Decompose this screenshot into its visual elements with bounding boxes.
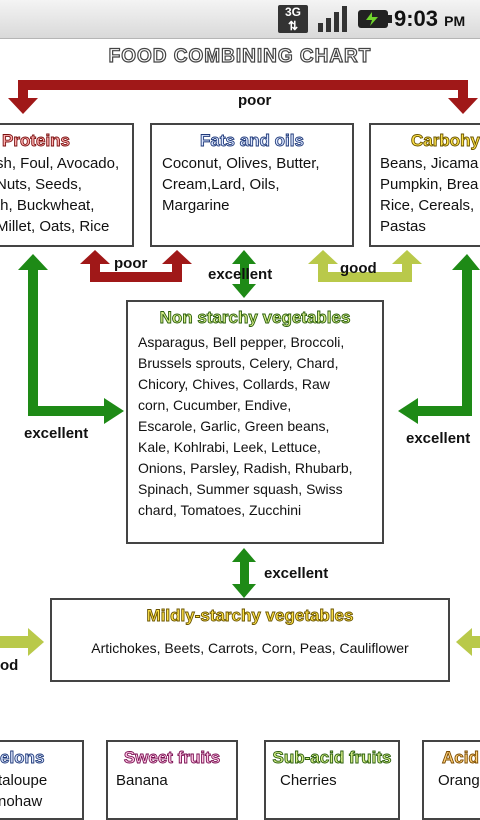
box-non-starchy-vegetables: Non starchy vegetables Asparagus, Bell p… xyxy=(126,300,384,544)
connector-arrows xyxy=(0,80,480,656)
box-sweet-body: Banana xyxy=(116,772,168,789)
box-sweet-title: Sweet fruits xyxy=(123,748,221,768)
box-mildly-body: Artichokes, Beets, Carrots, Corn, Peas, … xyxy=(91,640,409,656)
label-good-mid: good xyxy=(340,260,377,277)
battery-icon xyxy=(358,10,392,28)
clock: 9:03 PM xyxy=(394,6,465,32)
excellent-center-arrow xyxy=(232,250,256,298)
signal-icon xyxy=(318,6,347,32)
box-mildly-title: Mildly-starchy vegetables xyxy=(146,606,354,626)
box-nonstarchy-title: Non starchy vegetables xyxy=(159,308,351,328)
good-left-arrow xyxy=(0,628,44,656)
box-fats-body: Coconut, Olives, Butter, Cream,Lard, Oil… xyxy=(162,155,320,214)
box-melons-body: taloupe nohaw xyxy=(0,772,48,810)
chart-title: FOOD COMBINING CHART xyxy=(108,45,372,67)
box-mildly-starchy-vegetables: Mildly-starchy vegetables Artichokes, Be… xyxy=(50,598,450,682)
clock-ampm: PM xyxy=(444,13,466,29)
box-carbs-body: Beans, Jicama Pumpkin, Brea Rice, Cereal… xyxy=(380,155,479,235)
box-proteins-title: Proteins xyxy=(2,131,71,151)
label-poor-top: poor xyxy=(238,92,272,109)
status-bar: 3G⇅ 9:03 PM xyxy=(0,0,480,39)
label-poor-mid: poor xyxy=(114,255,148,272)
good-right-arrow xyxy=(456,628,480,656)
good-mid-arrow xyxy=(308,250,422,282)
box-carbohydrates: Carbohy Beans, Jicama Pumpkin, Brea Rice… xyxy=(369,123,480,247)
box-sub-acid-fruits: Sub-acid fruits Cherries xyxy=(264,740,400,820)
box-melons-title: elons xyxy=(0,748,45,768)
box-acid-fruits: Acid Orang xyxy=(422,740,480,820)
box-nonstarchy-body: Asparagus, Bell pepper, Broccoli, Brusse… xyxy=(138,334,353,518)
box-subacid-title: Sub-acid fruits xyxy=(272,748,392,768)
box-subacid-body: Cherries xyxy=(280,772,337,789)
label-excellent-left: excellent xyxy=(24,425,89,442)
network-type: 3G xyxy=(284,5,301,19)
excellent-left-arrow xyxy=(18,254,124,424)
box-fats-oils: Fats and oils Coconut, Olives, Butter, C… xyxy=(150,123,354,247)
box-acid-body: Orang xyxy=(438,772,480,789)
label-good-bottom-left: od xyxy=(0,657,19,674)
excellent-lower-arrow xyxy=(232,548,256,598)
label-excellent-center: excellent xyxy=(208,266,273,283)
poor-mid-arrow xyxy=(80,250,192,282)
box-proteins: Proteins sh, Foul, Avocado, Nuts, Seeds,… xyxy=(0,123,134,247)
box-sweet-fruits: Sweet fruits Banana xyxy=(106,740,238,820)
label-excellent-lower: excellent xyxy=(264,565,329,582)
box-proteins-body: sh, Foul, Avocado, Nuts, Seeds, th, Buck… xyxy=(0,155,120,235)
box-melons: elons taloupe nohaw xyxy=(0,740,84,820)
excellent-right-arrow xyxy=(398,254,480,424)
box-carbs-title: Carbohy xyxy=(411,131,480,151)
box-fats-title: Fats and oils xyxy=(200,131,305,151)
label-excellent-right: excellent xyxy=(406,430,471,447)
poor-top-arrow xyxy=(8,80,478,114)
network-3g-icon: 3G⇅ xyxy=(278,5,308,33)
box-acid-title: Acid xyxy=(442,748,480,768)
clock-time: 9:03 xyxy=(394,6,439,31)
